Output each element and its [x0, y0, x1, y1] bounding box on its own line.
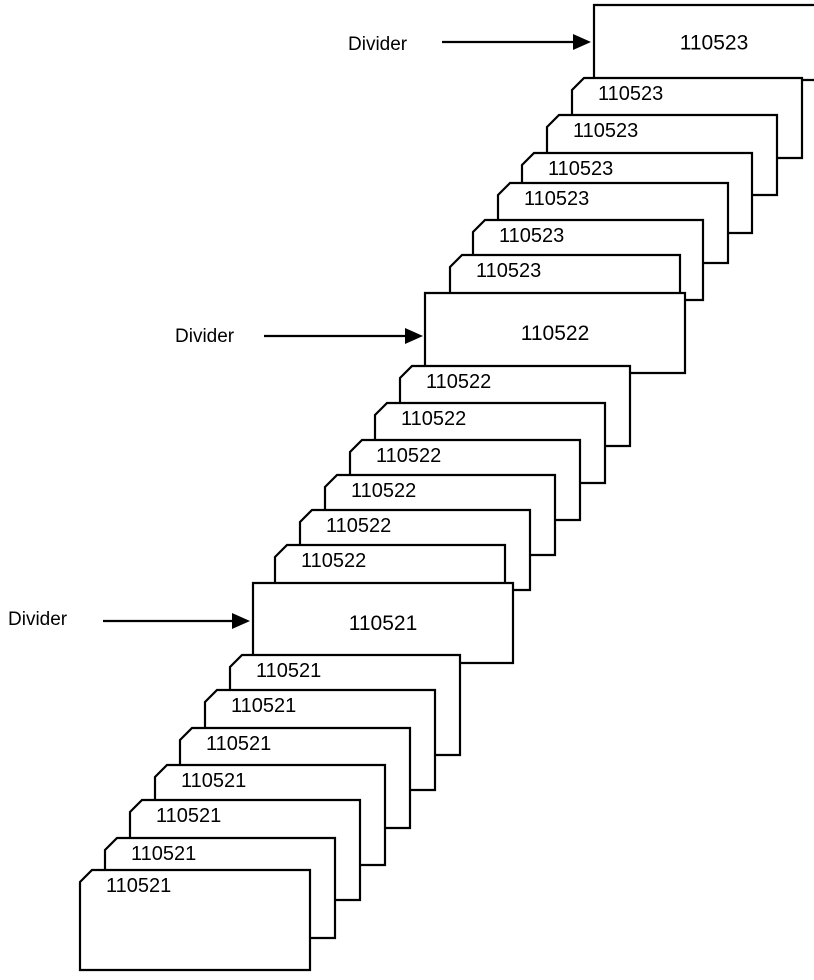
divider-number: 110523: [680, 32, 749, 55]
card-number: 110522: [326, 515, 391, 537]
divider-number: 110521: [349, 612, 418, 635]
divider-outline: [592, 3, 814, 82]
card-number: 110523: [598, 83, 663, 105]
card-number: 110523: [573, 120, 638, 142]
card-number: 110521: [206, 733, 271, 755]
divider-pointer: Divider: [8, 609, 250, 630]
card-number: 110522: [301, 550, 366, 572]
divider-number: 110522: [521, 322, 590, 345]
card-number: 110522: [401, 408, 466, 430]
punch-card: 110521: [78, 868, 312, 972]
card-number: 110523: [524, 188, 589, 210]
divider-pointer: Divider: [175, 326, 423, 347]
divider-pointer: Divider: [348, 34, 591, 55]
divider-outline: [423, 291, 687, 375]
card-number: 110521: [256, 660, 321, 682]
card-outline: [78, 868, 312, 972]
card-number: 110521: [181, 770, 246, 792]
divider-card: 110521: [251, 581, 515, 665]
card-number: 110523: [499, 225, 564, 247]
arrow-head-icon: [232, 613, 250, 629]
card-number: 110521: [156, 805, 221, 827]
card-number: 110521: [131, 843, 196, 865]
divider-label: Divider: [175, 326, 235, 347]
divider-label: Divider: [348, 34, 408, 55]
card-number: 110521: [231, 695, 296, 717]
arrow-head-icon: [405, 328, 423, 344]
card-number: 110521: [106, 875, 171, 897]
divider-outline: [251, 581, 515, 665]
card-number: 110522: [351, 480, 416, 502]
divider-card: 110523: [592, 3, 814, 82]
divider-card: 110522: [423, 291, 687, 375]
card-number: 110523: [548, 158, 613, 180]
card-number: 110522: [426, 371, 491, 393]
card-number: 110522: [376, 445, 441, 467]
divider-label: Divider: [8, 609, 68, 630]
arrow-head-icon: [573, 34, 591, 50]
card-number: 110523: [476, 260, 541, 282]
